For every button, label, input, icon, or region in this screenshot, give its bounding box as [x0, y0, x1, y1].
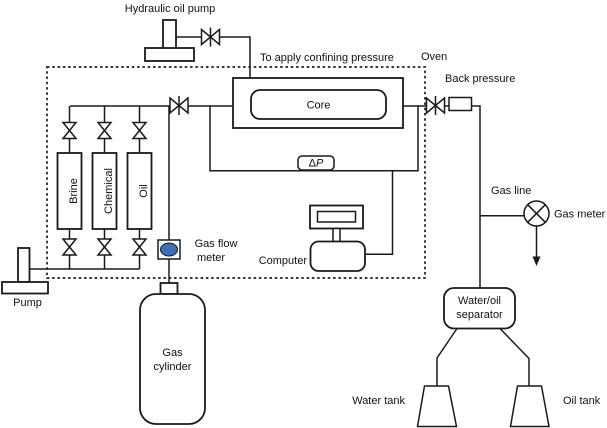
gas-cylinder-label-line1: Gas: [162, 347, 183, 359]
pump-icon: [1, 247, 49, 295]
chemical-bottom-valve-icon: [96, 238, 113, 256]
confining-pressure-line: [176, 36, 251, 78]
gas-cylinder-icon: [139, 282, 206, 425]
core-label: Core: [307, 100, 331, 112]
gas-flow-meter-icon: [157, 239, 181, 260]
pump-stem: [17, 247, 31, 283]
core-sleeve: [250, 89, 387, 120]
gas-cylinder-label-line2: cylinder: [154, 361, 192, 373]
computer-label: Computer: [259, 255, 308, 267]
monitor-screen: [316, 210, 357, 223]
oven-boundary: [46, 66, 426, 279]
back-pressure-valve-icon: [425, 96, 446, 115]
gas-flow-meter-label-line2: meter: [197, 252, 225, 264]
brine-vessel: [56, 152, 83, 230]
back-pressure-regulator: [448, 96, 473, 112]
hydraulic-oil-pump-label: Hydraulic oil pump: [125, 3, 215, 15]
gas-meter-icon: [523, 200, 550, 227]
chemical-top-valve-icon: [96, 121, 113, 140]
computer-icon: [309, 204, 366, 272]
dp-label: ΔP: [309, 158, 324, 170]
oil-top-valve-icon: [131, 121, 148, 140]
brine-bottom-valve-icon: [61, 238, 78, 256]
confining-pressure-label: To apply confining pressure: [260, 52, 394, 64]
water-tank-icon: [416, 385, 458, 428]
hydraulic-valve-icon: [200, 27, 221, 47]
hydraulic-pump-stem: [162, 19, 177, 50]
computer-base: [309, 240, 366, 272]
gas-vent-arrow-icon: [532, 226, 541, 266]
inlet-valve-icon: [169, 96, 189, 115]
oil-bottom-valve-icon: [131, 238, 148, 256]
gas-flow-meter-label-line1: Gas flow: [195, 238, 238, 250]
chemical-vessel-label: Chemical: [103, 168, 115, 214]
back-pressure-label: Back pressure: [445, 73, 515, 85]
water-tank-label: Water tank: [352, 395, 405, 407]
dp-transducer: ΔP: [297, 155, 335, 171]
water-tank-line: [436, 328, 458, 386]
brine-vessel-label: Brine: [68, 178, 80, 204]
oil-vessel-label: Oil: [138, 184, 150, 197]
pump-label: Pump: [13, 297, 42, 309]
dp-computer-link: [365, 170, 394, 256]
oil-tank-line: [499, 327, 530, 386]
chemical-vessel: [91, 152, 118, 230]
separator-label-line1: Water/oil: [458, 295, 501, 307]
oil-tank-icon: [509, 385, 550, 428]
gas-line-label: Gas line: [491, 185, 531, 197]
gas-meter-label: Gas meter: [554, 209, 606, 221]
monitor-stand: [332, 227, 341, 243]
oil-vessel: [126, 152, 153, 230]
oil-tank-label: Oil tank: [563, 395, 601, 407]
separator-feed-line: [471, 105, 481, 288]
water-oil-separator: [443, 287, 516, 330]
brine-top-valve-icon: [61, 121, 78, 140]
oven-label: Oven: [421, 51, 447, 63]
hydraulic-pump-base: [144, 47, 195, 62]
separator-label-line2: separator: [456, 309, 503, 321]
pump-base: [1, 281, 49, 295]
hydraulic-oil-pump-icon: [144, 19, 195, 62]
